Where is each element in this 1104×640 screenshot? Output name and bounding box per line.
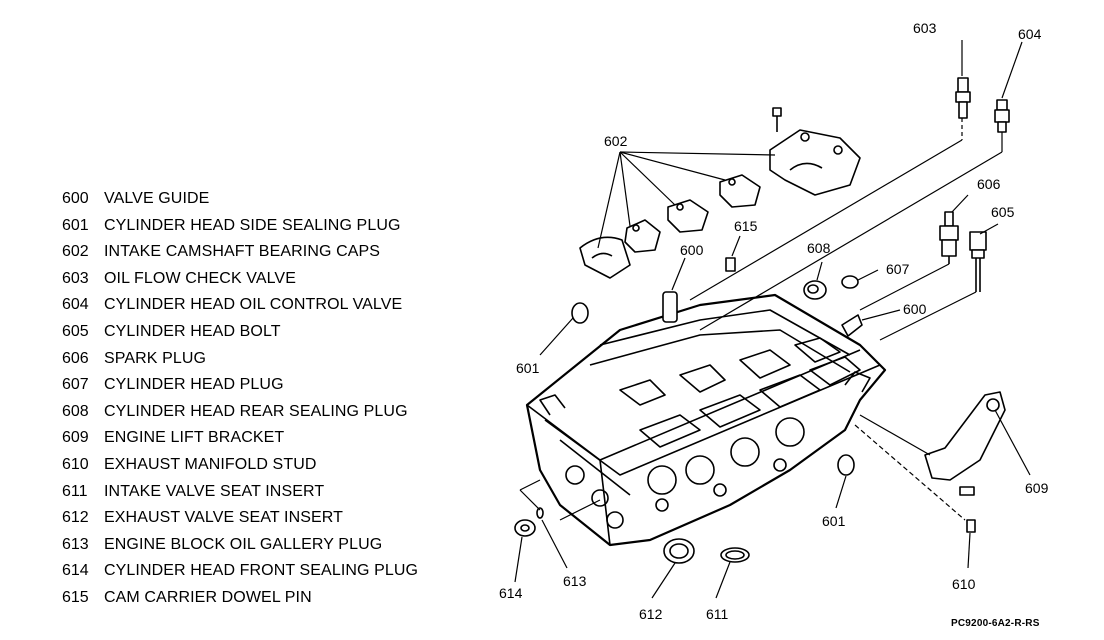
callout-611: 611 xyxy=(706,606,729,622)
exhaust-manifold-stud xyxy=(966,519,976,533)
intake-valve-seat-insert xyxy=(720,547,750,563)
callout-601: 601 xyxy=(516,360,540,376)
engine-lift-bracket xyxy=(924,391,1006,481)
legend-description: EXHAUST MANIFOLD STUD xyxy=(104,455,317,473)
cylinder-head-bolt xyxy=(969,231,987,292)
figure-code: PC9200-6A2-R-RS xyxy=(951,618,1040,629)
legend-item: 605 CYLINDER HEAD BOLT xyxy=(62,321,482,348)
callout-612: 612 xyxy=(639,606,663,622)
legend-number: 610 xyxy=(62,455,89,473)
callout-600: 600 xyxy=(680,242,704,258)
callout-608: 608 xyxy=(807,240,831,256)
legend-description: CYLINDER HEAD PLUG xyxy=(104,376,284,394)
exhaust-valve-seat-insert xyxy=(663,538,695,564)
legend-number: 608 xyxy=(62,402,89,420)
valve-guide xyxy=(662,291,678,323)
legend-description: OIL FLOW CHECK VALVE xyxy=(104,269,296,287)
legend-item: 609 ENGINE LIFT BRACKET xyxy=(62,427,482,454)
legend-number: 609 xyxy=(62,429,89,447)
legend-description: INTAKE CAMSHAFT BEARING CAPS xyxy=(104,243,381,261)
spark-plug xyxy=(939,211,959,264)
legend-number: 614 xyxy=(62,562,89,580)
cylinder-head-oil-control-valve xyxy=(994,99,1010,133)
callout-602: 602 xyxy=(604,133,628,149)
legend-item: 604 CYLINDER HEAD OIL CONTROL VALVE xyxy=(62,294,482,321)
cylinder-head-body xyxy=(525,293,887,547)
bracket-bolt xyxy=(959,486,975,496)
legend-number: 607 xyxy=(62,376,89,394)
legend-number: 600 xyxy=(62,190,89,207)
callout-613: 613 xyxy=(563,573,587,589)
oil-flow-check-valve xyxy=(955,77,971,119)
legend-number: 611 xyxy=(62,482,88,500)
legend-item: 614 CYLINDER HEAD FRONT SEALING PLUG xyxy=(62,560,482,587)
legend-item: 615 CAM CARRIER DOWEL PIN xyxy=(62,587,482,614)
leader-lines xyxy=(514,40,1031,599)
cylinder-head-front-sealing-plug xyxy=(514,519,536,537)
legend-description: CYLINDER HEAD SIDE SEALING PLUG xyxy=(104,216,401,234)
callout-609: 609 xyxy=(1025,480,1049,496)
callout-600: 600 xyxy=(903,301,927,317)
legend-description: CAM CARRIER DOWEL PIN xyxy=(104,588,312,606)
engine-block-oil-gallery-plug xyxy=(536,507,544,519)
legend-description: CYLINDER HEAD BOLT xyxy=(104,322,281,340)
cylinder-head-side-sealing-plug xyxy=(837,454,855,476)
intake-camshaft-bearing-cap xyxy=(579,236,631,279)
legend-number: 613 xyxy=(62,535,89,553)
cylinder-head-plug xyxy=(841,275,859,289)
legend-item: 613 ENGINE BLOCK OIL GALLERY PLUG xyxy=(62,534,482,561)
legend-description: CYLINDER HEAD FRONT SEALING PLUG xyxy=(104,562,419,580)
legend-item: 607 CYLINDER HEAD PLUG xyxy=(62,374,482,401)
bearing-cap-bolt xyxy=(772,107,782,132)
callout-610: 610 xyxy=(952,576,976,592)
legend-number: 603 xyxy=(62,269,89,287)
callout-604: 604 xyxy=(1018,26,1042,42)
legend-item: 601 CYLINDER HEAD SIDE SEALING PLUG xyxy=(62,215,482,242)
callout-603: 603 xyxy=(913,20,937,36)
valve-guide xyxy=(841,314,863,337)
callout-607: 607 xyxy=(886,261,910,277)
cylinder-head-rear-sealing-plug xyxy=(803,280,827,300)
intake-camshaft-bearing-cap xyxy=(769,129,861,196)
legend-item: 606 SPARK PLUG xyxy=(62,348,482,375)
legend-number: 604 xyxy=(62,296,89,314)
intake-camshaft-bearing-cap xyxy=(719,174,761,208)
legend-number: 601 xyxy=(62,216,89,234)
legend-description: SPARK PLUG xyxy=(104,349,207,367)
legend-number: 612 xyxy=(62,509,89,527)
legend-item: 603 OIL FLOW CHECK VALVE xyxy=(62,268,482,295)
callout-614: 614 xyxy=(499,585,523,601)
legend-description: VALVE GUIDE xyxy=(104,190,210,207)
legend-description: CYLINDER HEAD REAR SEALING PLUG xyxy=(104,402,408,420)
callout-615: 615 xyxy=(734,218,758,234)
callout-601: 601 xyxy=(822,513,846,529)
legend-number: 615 xyxy=(62,588,89,606)
legend-description: INTAKE VALVE SEAT INSERT xyxy=(104,482,325,500)
intake-camshaft-bearing-cap xyxy=(667,199,709,233)
callout-605: 605 xyxy=(991,204,1015,220)
legend-number: 602 xyxy=(62,243,89,261)
legend-item: 612 EXHAUST VALVE SEAT INSERT xyxy=(62,507,482,534)
cylinder-head-side-sealing-plug xyxy=(571,302,589,324)
legend-description: CYLINDER HEAD OIL CONTROL VALVE xyxy=(104,296,403,314)
legend-description: ENGINE LIFT BRACKET xyxy=(104,429,285,447)
cam-carrier-dowel-pin xyxy=(725,257,736,272)
legend-item: 611 INTAKE VALVE SEAT INSERT xyxy=(62,481,482,508)
callout-606: 606 xyxy=(977,176,1001,192)
legend-item: 602 INTAKE CAMSHAFT BEARING CAPS xyxy=(62,241,482,268)
legend-item: 600 VALVE GUIDE xyxy=(62,188,482,215)
legend-number: 606 xyxy=(62,349,89,367)
intake-camshaft-bearing-cap xyxy=(624,219,661,253)
legend-description: ENGINE BLOCK OIL GALLERY PLUG xyxy=(104,535,383,553)
legend-item: 610 EXHAUST MANIFOLD STUD xyxy=(62,454,482,481)
legend-item: 608 CYLINDER HEAD REAR SEALING PLUG xyxy=(62,401,482,428)
legend-number: 605 xyxy=(62,322,89,340)
legend-description: EXHAUST VALVE SEAT INSERT xyxy=(104,509,344,527)
parts-legend: 600 VALVE GUIDE 601 CYLINDER HEAD SIDE SEA… xyxy=(62,188,482,614)
